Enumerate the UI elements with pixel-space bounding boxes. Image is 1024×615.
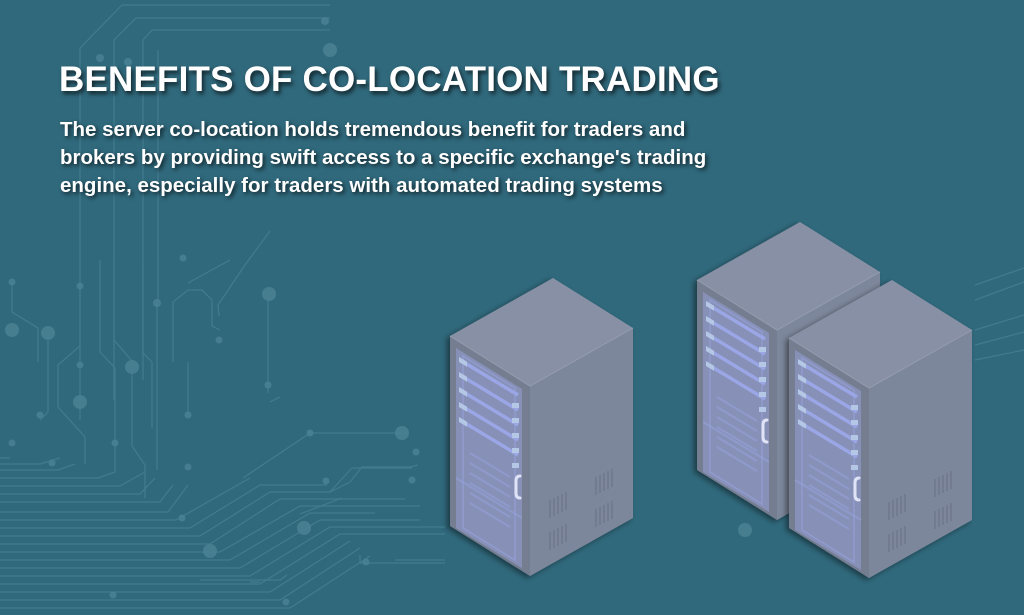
description-text: The server co-location holds tremendous … bbox=[60, 116, 780, 200]
server-rack-icon bbox=[448, 276, 635, 578]
description-line: The server co-location holds tremendous … bbox=[60, 118, 686, 141]
description-line: engine, especially for traders with auto… bbox=[60, 174, 663, 197]
page-title: BENEFITS OF CO-LOCATION TRADING bbox=[59, 60, 720, 99]
description-line: brokers by providing swift access to a s… bbox=[60, 146, 707, 169]
server-rack-icon bbox=[787, 278, 974, 580]
